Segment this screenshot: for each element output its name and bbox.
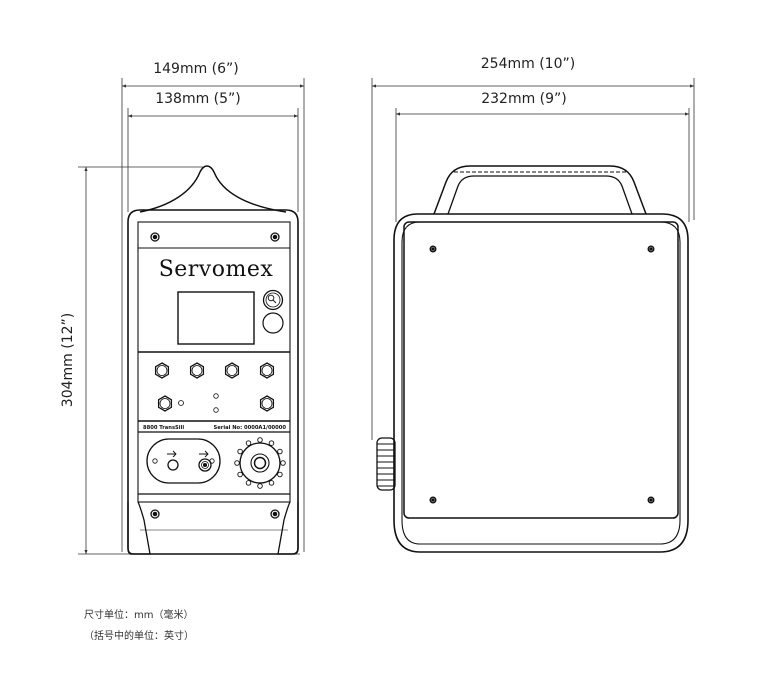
gas-fitting-icon [157,395,173,412]
connector-plate [146,438,221,484]
front-view [127,165,299,555]
front-right-foot [277,501,299,555]
side-inner-width-label: 232mm (9”) [481,91,567,107]
inlet-port-icon [167,450,179,471]
serial-label: Serial No: 0000A1/00000 [214,425,287,431]
brand-logo: Servomex [159,257,274,282]
gear-connector-icon [234,437,286,489]
front-handle [139,165,287,213]
screw-icon [647,496,655,504]
height-label: 304mm (12”) [60,313,76,407]
side-knob-icon [376,437,396,491]
side-body-outer [393,213,689,553]
screw-icon [270,509,280,519]
screw-icon [647,245,655,253]
unit-note: 尺寸单位：mm（毫米） [84,610,194,621]
screw-icon [429,496,437,504]
gas-fitting-icon [259,362,275,379]
gas-fitting-icon [259,395,275,412]
gas-fitting-icon [154,362,170,379]
front-outer-width-dimension [121,78,305,552]
side-panel [403,221,679,519]
model-label: 8800 TransSill [143,425,184,431]
side-outer-width-label: 254mm (10”) [481,56,575,72]
front-panel-frame [137,221,291,503]
height-dimension [78,166,300,555]
front-inner-width-label: 138mm (5”) [155,91,241,107]
power-button [262,289,284,311]
gas-fitting-icon [189,362,205,379]
side-outer-width-dimension [371,78,695,440]
screw-icon [270,232,280,242]
bracket-note: （括号中的单位：英寸） [84,631,194,642]
front-inner-width-dimension [127,108,299,212]
side-view [376,165,689,553]
side-handle [433,165,647,215]
screw-icon [150,232,160,242]
front-left-foot [127,501,151,555]
side-inner-width-dimension [395,108,690,222]
front-display [177,291,255,345]
gas-fitting-icon [224,362,240,379]
screw-icon [429,245,437,253]
outlet-port-icon [198,450,212,472]
front-outer-width-label: 149mm (6”) [153,61,239,77]
screw-icon [150,509,160,519]
indicator-lamp [262,312,284,334]
